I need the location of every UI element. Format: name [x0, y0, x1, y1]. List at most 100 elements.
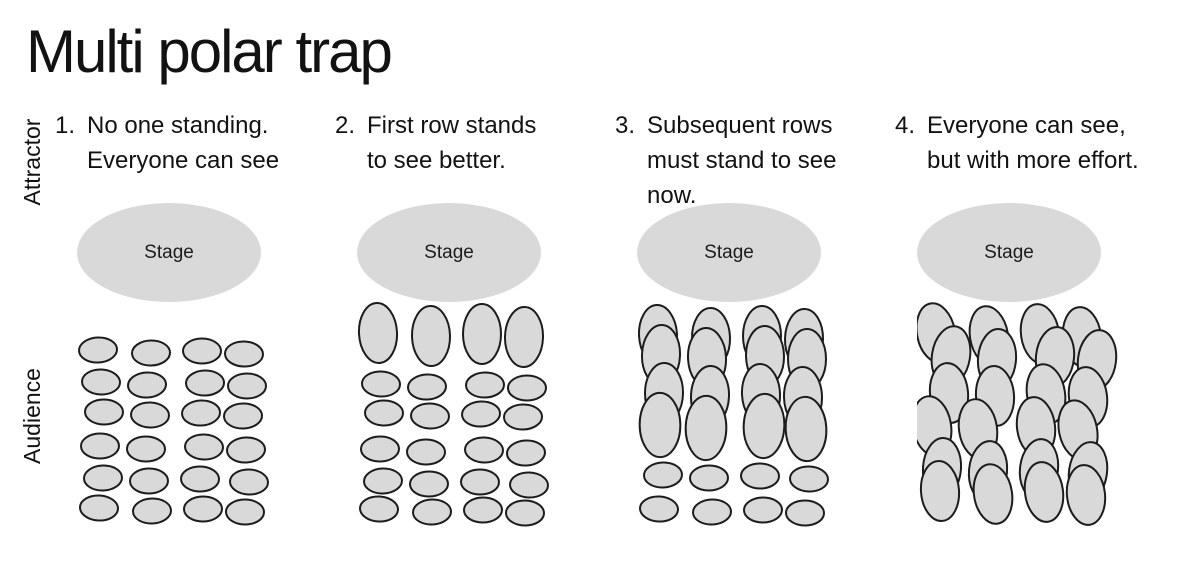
caption-text: Subsequent rows must stand to see now. [647, 108, 836, 213]
person-ellipse-sit [84, 398, 124, 426]
caption-number: 2. [335, 112, 356, 139]
panel-3-caption: 3. Subsequent rows must stand to see now… [615, 108, 887, 213]
panel-4-caption: 4. Everyone can see, but with more effor… [895, 108, 1167, 178]
person-ellipse-sit [639, 495, 679, 523]
person-ellipse-sit [361, 370, 401, 398]
person-ellipse-sit [789, 465, 829, 493]
audience-svg [78, 336, 269, 526]
panel-4: 4. Everyone can see, but with more effor… [895, 105, 1167, 575]
person-ellipse-sit [407, 373, 447, 401]
person-ellipse-sit [740, 462, 780, 490]
person-ellipse-stand [357, 302, 399, 364]
stage-label: Stage [144, 241, 194, 263]
person-ellipse-sit [132, 497, 172, 525]
stage-label: Stage [424, 241, 474, 263]
person-ellipse-sit [509, 471, 549, 499]
caption-number: 3. [615, 112, 636, 139]
person-ellipse-sit [126, 435, 166, 463]
person-ellipse-sit [785, 499, 825, 527]
person-ellipse-sit [359, 495, 399, 523]
caption-text: First row stands to see better. [367, 108, 536, 178]
person-ellipse-stand [919, 460, 961, 522]
person-ellipse-stand [784, 395, 828, 463]
stage-label: Stage [984, 241, 1034, 263]
person-ellipse-sit [360, 435, 400, 463]
person-ellipse-sit [460, 468, 500, 496]
person-ellipse-sit [507, 374, 547, 402]
person-ellipse-sit [226, 436, 266, 464]
stage-ellipse: Stage [637, 203, 821, 302]
caption-number: 1. [55, 112, 76, 139]
person-ellipse-stand [638, 391, 682, 459]
person-ellipse-sit [506, 439, 546, 467]
person-ellipse-sit [227, 372, 267, 400]
caption-number: 4. [895, 112, 916, 139]
person-ellipse-sit [130, 401, 170, 429]
caption-line: Everyone can see, [927, 112, 1126, 139]
person-ellipse-sit [412, 498, 452, 526]
person-ellipse-sit [465, 371, 505, 399]
caption-line: Everyone can see [87, 147, 280, 174]
person-ellipse-sit [224, 340, 264, 368]
stage-label: Stage [704, 241, 754, 263]
person-ellipse-sit [131, 339, 171, 367]
person-ellipse-sit [461, 400, 501, 428]
person-ellipse-sit [692, 498, 732, 526]
audience-svg [637, 304, 829, 527]
caption-line: now. [647, 182, 697, 209]
caption-line: First row stands [367, 112, 537, 139]
person-ellipse-sit [183, 495, 223, 523]
person-ellipse-sit [643, 461, 683, 489]
person-ellipse-sit [463, 496, 503, 524]
page-title: Multi polar trap [26, 18, 393, 85]
person-ellipse-stand [1065, 464, 1107, 526]
person-ellipse-sit [229, 468, 269, 496]
person-ellipse-sit [83, 464, 123, 492]
caption-line: No one standing. [87, 112, 269, 139]
person-ellipse-sit [363, 467, 403, 495]
audience-svg [917, 302, 1118, 526]
person-ellipse-sit [129, 467, 169, 495]
caption-line: but with more effort. [927, 147, 1139, 174]
person-ellipse-sit [180, 465, 220, 493]
caption-line: must stand to see [647, 147, 837, 174]
person-ellipse-sit [409, 470, 449, 498]
person-ellipse-stand [742, 392, 786, 460]
person-ellipse-sit [223, 402, 263, 430]
axis-label-attractor: Attractor [19, 118, 45, 206]
person-ellipse-sit [185, 369, 225, 397]
panel-2: 2. First row stands to see better. Stage [335, 105, 607, 575]
person-ellipse-sit [78, 336, 118, 364]
person-ellipse-sit [689, 464, 729, 492]
caption-text: Everyone can see, but with more effort. [927, 108, 1139, 178]
person-ellipse-sit [364, 399, 404, 427]
person-ellipse-sit [225, 498, 265, 526]
person-ellipse-sit [464, 436, 504, 464]
panel-1: 1. No one standing. Everyone can see Sta… [55, 105, 327, 575]
caption-line: to see better. [367, 147, 506, 174]
stage-ellipse: Stage [77, 203, 261, 302]
panel-2-caption: 2. First row stands to see better. [335, 108, 607, 178]
person-ellipse-sit [406, 438, 446, 466]
axis-label-audience: Audience [19, 368, 45, 464]
person-ellipse-sit [182, 337, 222, 365]
person-ellipse-stand [972, 463, 1014, 525]
person-ellipse-sit [503, 403, 543, 431]
person-ellipse-stand [462, 303, 502, 365]
person-ellipse-stand [503, 306, 545, 368]
audience-svg [357, 302, 549, 527]
person-ellipse-stand [684, 394, 728, 462]
person-ellipse-sit [410, 402, 450, 430]
caption-line: Subsequent rows [647, 112, 833, 139]
person-ellipse-sit [80, 432, 120, 460]
person-ellipse-sit [184, 433, 224, 461]
person-ellipse-sit [79, 494, 119, 522]
panel-3: 3. Subsequent rows must stand to see now… [615, 105, 887, 575]
person-ellipse-sit [743, 496, 783, 524]
person-ellipse-sit [81, 368, 121, 396]
person-ellipse-sit [181, 399, 221, 427]
person-ellipse-stand [410, 305, 452, 367]
stage-ellipse: Stage [357, 203, 541, 302]
panel-1-caption: 1. No one standing. Everyone can see [55, 108, 327, 178]
